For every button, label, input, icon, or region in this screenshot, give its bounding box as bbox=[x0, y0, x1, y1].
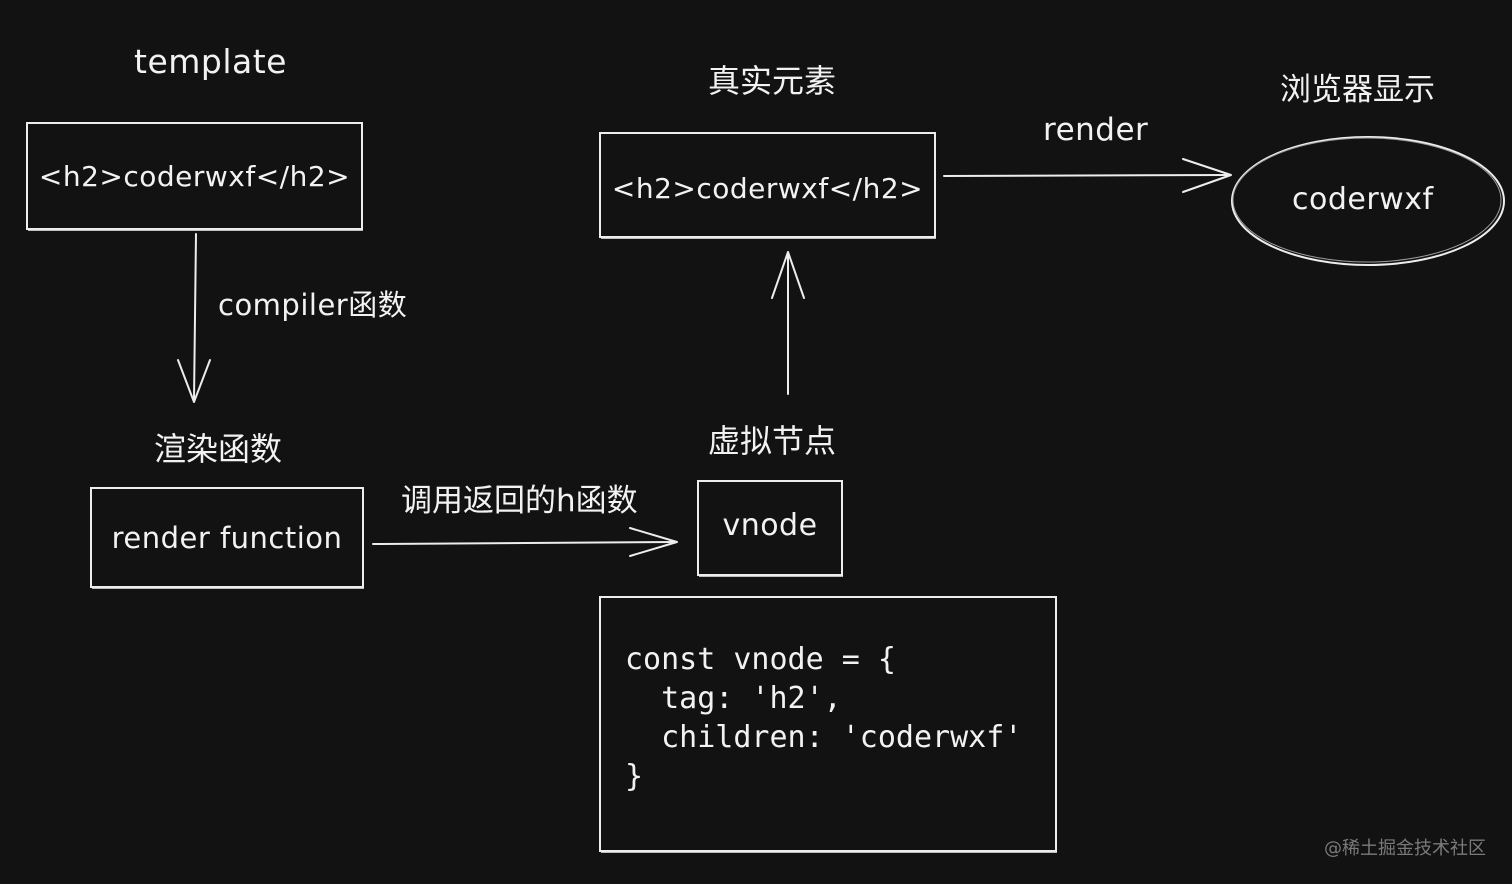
browser-ellipse-text: coderwxf bbox=[1292, 182, 1434, 217]
code-line-1: const vnode = { bbox=[625, 642, 896, 677]
vnode-box-text: vnode bbox=[722, 508, 818, 543]
vnode-box: vnode bbox=[697, 480, 843, 576]
vnode-code: const vnode = { tag: 'h2', children: 'co… bbox=[625, 640, 1022, 796]
render-function-box: render function bbox=[90, 487, 364, 588]
code-line-2: tag: 'h2', bbox=[625, 681, 842, 716]
compiler-label: compiler函数 bbox=[218, 288, 408, 322]
vnode-to-element-arrow bbox=[771, 251, 805, 395]
compile-arrow bbox=[177, 233, 211, 403]
vnode-code-box: const vnode = { tag: 'h2', children: 'co… bbox=[599, 596, 1057, 852]
browser-ellipse-shape bbox=[1231, 136, 1505, 266]
code-line-3: children: 'coderwxf' bbox=[625, 720, 1023, 755]
template-label: template bbox=[134, 42, 287, 81]
call-h-arrow bbox=[372, 527, 678, 557]
call-h-label: 调用返回的h函数 bbox=[401, 483, 638, 519]
render-arrow-label: render bbox=[1043, 112, 1149, 148]
real-element-box: <h2>coderwxf</h2> bbox=[599, 132, 936, 238]
vnode-title: 虚拟节点 bbox=[708, 422, 837, 460]
render-function-title: 渲染函数 bbox=[154, 430, 283, 468]
browser-display-label: 浏览器显示 bbox=[1280, 72, 1435, 108]
template-box-text: <h2>coderwxf</h2> bbox=[38, 160, 351, 193]
render-arrow bbox=[943, 158, 1232, 193]
render-function-box-text: render function bbox=[111, 521, 343, 555]
watermark: @稀土掘金技术社区 bbox=[1324, 838, 1486, 859]
template-box: <h2>coderwxf</h2> bbox=[26, 122, 363, 230]
real-element-label: 真实元素 bbox=[708, 62, 837, 100]
real-element-box-text: <h2>coderwxf</h2> bbox=[611, 172, 924, 205]
code-line-4: } bbox=[625, 759, 644, 794]
